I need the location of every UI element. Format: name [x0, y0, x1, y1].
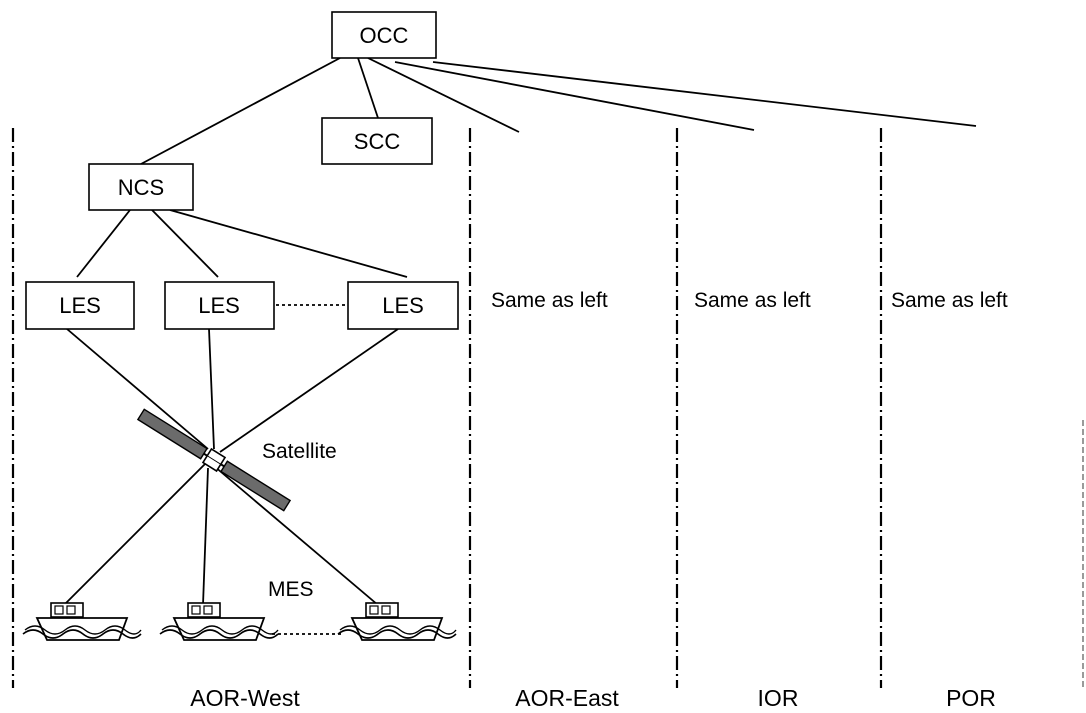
same-as-left-ior: Same as left — [694, 289, 811, 312]
region-label-ior: IOR — [758, 685, 799, 711]
ship-icon-3 — [337, 602, 457, 641]
les-label-3: LES — [382, 293, 424, 318]
region-label-aor-west: AOR-West — [190, 685, 300, 711]
les-label-2: LES — [198, 293, 240, 318]
link-satellite-mes-1 — [63, 463, 206, 606]
occ-label: OCC — [360, 23, 409, 48]
link-les-3-satellite — [219, 328, 399, 453]
les-label-1: LES — [59, 293, 101, 318]
region-label-aor-east: AOR-East — [515, 685, 619, 711]
link-ncs-les-1 — [76, 209, 131, 278]
link-ncs-les-2 — [151, 209, 219, 278]
ncs-box — [88, 163, 194, 211]
mes-label-visible: MES — [268, 578, 314, 601]
les-box-1 — [25, 281, 135, 330]
link-occ-ncs — [140, 57, 341, 165]
ship-icon-1 — [22, 602, 142, 641]
scc-label: SCC — [354, 129, 401, 154]
ncs-label: NCS — [118, 175, 164, 200]
link-satellite-mes-2 — [202, 467, 209, 606]
link-occ-ior — [394, 61, 755, 131]
satellite-icon — [136, 408, 292, 512]
les-box-3 — [347, 281, 459, 330]
link-occ-aor-east — [367, 57, 520, 133]
same-as-left-aor-east: Same as left — [491, 289, 608, 312]
link-occ-scc — [357, 57, 379, 119]
link-les-1-satellite — [66, 328, 209, 450]
scc-box — [321, 117, 433, 165]
ship-icon-2 — [159, 602, 279, 641]
occ-box — [331, 11, 437, 59]
link-satellite-mes-3 — [213, 465, 379, 606]
les-box-2 — [164, 281, 275, 330]
same-as-left-por: Same as left — [891, 289, 1008, 312]
link-ncs-les-3 — [169, 209, 408, 278]
region-label-por: POR — [946, 685, 996, 711]
link-occ-por — [432, 61, 977, 127]
link-les-2-satellite — [208, 328, 215, 450]
satellite-label: Satellite — [262, 440, 337, 463]
